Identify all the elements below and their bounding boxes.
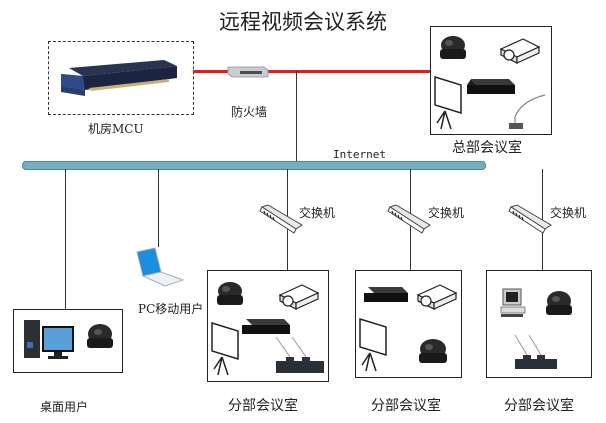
desktop-pc-icon (24, 320, 74, 359)
switch-1-label: 交换机 (299, 206, 336, 220)
projection-screen-icon (434, 75, 462, 130)
camera-icon (440, 36, 466, 59)
codec-icon (467, 79, 515, 94)
diagram-title: 远程视频会议系统 (219, 10, 387, 34)
microphone-icon (509, 94, 546, 129)
mcu-box (48, 41, 194, 115)
branch-room-1-label: 分部会议室 (228, 398, 298, 414)
internet-bus (22, 161, 486, 170)
wan-link (193, 70, 430, 73)
desktop-user-box (13, 309, 123, 373)
camera-icon (419, 339, 447, 363)
conference-microphones-icon (275, 336, 324, 373)
codec-icon (242, 319, 290, 334)
switch-2-label: 交换机 (428, 206, 465, 220)
firewall-bus-link (296, 71, 297, 164)
hq-room-label: 总部会议室 (452, 140, 522, 156)
camera-icon (217, 282, 243, 305)
desktop-user-link (65, 169, 66, 309)
projector-icon (278, 284, 320, 310)
codec-icon (364, 287, 408, 302)
mobile-user-link (158, 169, 159, 247)
firewall-icon (227, 66, 269, 78)
projection-screen-icon (211, 321, 239, 376)
camera-icon (546, 291, 572, 315)
switch-3-label: 交换机 (550, 206, 587, 220)
internet-label: Internet (333, 148, 386, 161)
branch-room-3-label: 分部会议室 (504, 398, 574, 414)
mcu-server-icon (61, 60, 177, 96)
switch-icon (259, 204, 303, 234)
projector-icon (416, 284, 458, 310)
pc-terminal-icon (500, 288, 526, 317)
mcu-label: 机房MCU (88, 122, 144, 136)
desktop-user-label: 桌面用户 (40, 400, 89, 414)
projection-screen-icon (359, 317, 387, 372)
mobile-user-label: PC移动用户 (138, 302, 204, 316)
conference-microphones-icon (514, 334, 557, 369)
switch-icon (508, 204, 552, 234)
firewall-label: 防火墙 (231, 105, 268, 119)
branch-room-3-box (486, 270, 592, 378)
camera-icon (87, 324, 113, 348)
switch-icon (387, 204, 431, 234)
projector-icon (499, 38, 541, 64)
branch-room-2-box (355, 270, 462, 378)
hq-room-box (430, 26, 552, 135)
branch-room-1-box (207, 270, 329, 382)
laptop-icon (136, 247, 185, 287)
branch-room-2-label: 分部会议室 (371, 398, 441, 414)
